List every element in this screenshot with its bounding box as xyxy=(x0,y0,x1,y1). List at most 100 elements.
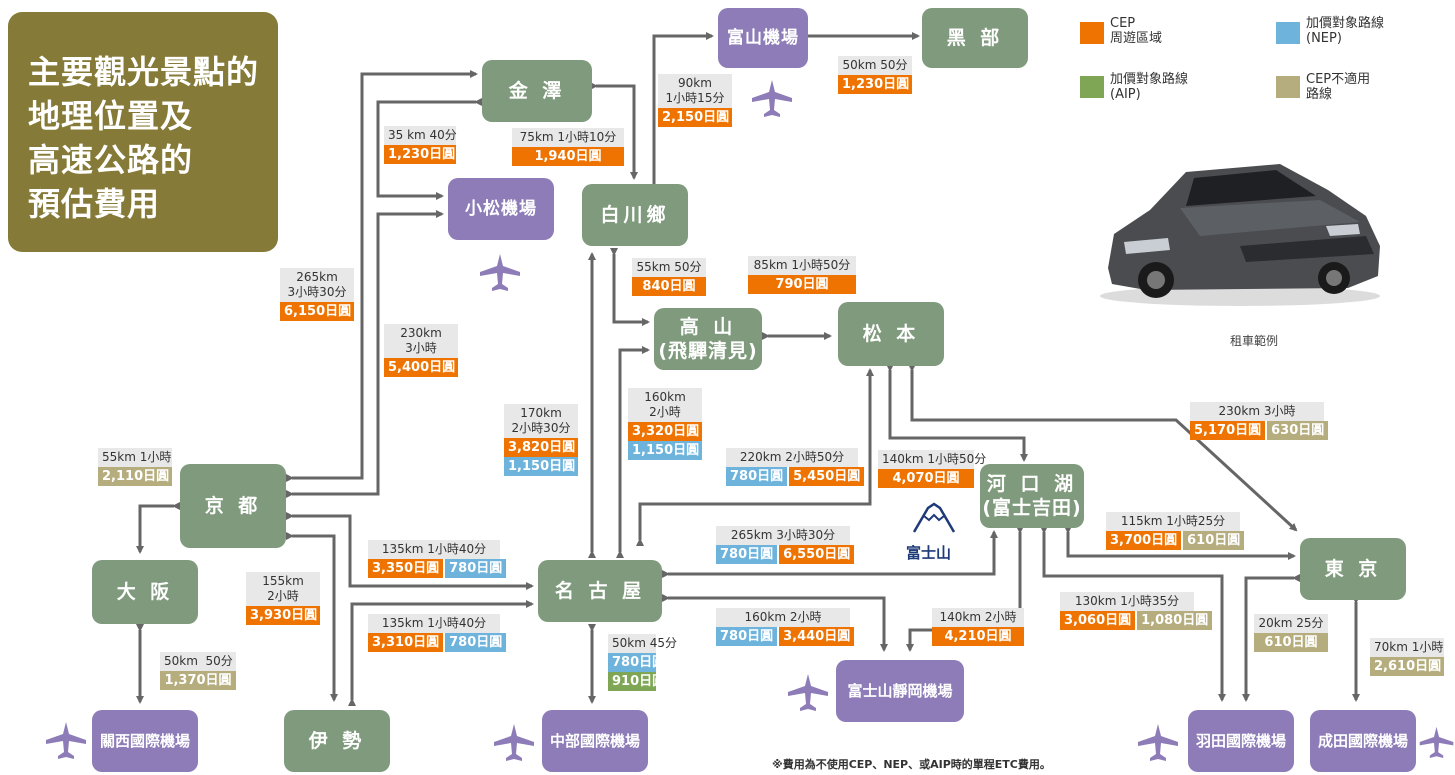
route-distance-time: 140km 1小時50分 xyxy=(878,450,986,469)
mountain-icon xyxy=(912,502,956,533)
node-nagoya: 名 古 屋 xyxy=(538,560,662,622)
toll-fee: 3,820日圓 xyxy=(504,438,578,457)
toll-fee: 1,150日圓 xyxy=(628,441,702,460)
title-line: 地理位置及 xyxy=(28,97,194,135)
route-distance-time: 50km 45分 xyxy=(608,634,677,653)
node-chubu-airport: 中部國際機場 xyxy=(542,710,648,772)
route-distance-time: 115km 1小時25分 xyxy=(1106,512,1240,531)
toll-fee: 610日圓 xyxy=(1181,531,1245,550)
route-distance-time: 55km 1小時 xyxy=(98,448,172,467)
toll-fee: 910日圓 xyxy=(608,672,665,691)
node-sublabel: (富士吉田) xyxy=(982,497,1082,519)
arrow-osaka-kyoto xyxy=(136,502,180,554)
arrow-ise-nagoya xyxy=(348,600,534,706)
node-label: 白川鄉 xyxy=(600,204,670,226)
node-label: 富山機場 xyxy=(727,28,799,48)
node-label: 中部國際機場 xyxy=(549,732,640,750)
toll-fee: 1,080日圓 xyxy=(1135,611,1213,630)
toll-fee: 2,610日圓 xyxy=(1370,657,1444,676)
toll-fee: 4,070日圓 xyxy=(878,469,974,488)
mt-fuji-label: 富士山 xyxy=(906,544,952,562)
car-image xyxy=(1100,164,1380,306)
airplane-icon xyxy=(46,722,86,759)
route-distance-time: 230km 3小時 xyxy=(384,324,458,358)
toll-fee: 1,370日圓 xyxy=(160,671,236,690)
title-box: 主要觀光景點的 地理位置及 高速公路的 預估費用 xyxy=(8,12,278,252)
title-line: 預估費用 xyxy=(28,185,161,223)
toll-fee: 630日圓 xyxy=(1265,421,1329,440)
route-distance-time: 135km 1小時40分 xyxy=(368,540,500,559)
node-kanazawa: 金 澤 xyxy=(482,60,592,122)
toll-fee: 780日圓 xyxy=(726,467,788,486)
toll-fee: 780日圓 xyxy=(608,653,665,672)
toll-fee: 1,230日圓 xyxy=(384,145,456,164)
toll-fee: 3,310日圓 xyxy=(368,633,444,652)
node-label: 東 京 xyxy=(1324,558,1382,580)
arrow-nagoya-takayama xyxy=(616,346,650,558)
route-distance-time: 35 km 40分 xyxy=(384,126,457,145)
toll-fee: 3,440日圓 xyxy=(777,627,855,646)
route-distance-time: 90km 1小時15分 xyxy=(658,74,732,108)
route-distance-time: 50km 50分 xyxy=(160,652,236,671)
node-label: 名 古 屋 xyxy=(554,580,646,602)
toll-fee: 2,110日圓 xyxy=(98,467,172,486)
node-label: 京 都 xyxy=(204,495,262,517)
route-distance-time: 160km 2小時 xyxy=(628,388,702,422)
node-haneda-airport: 羽田國際機場 xyxy=(1188,710,1294,772)
node-label: 黑 部 xyxy=(946,27,1004,49)
arrow-matsumoto-kawaguchiko xyxy=(886,364,1028,462)
airplane-icon xyxy=(480,254,520,291)
toll-fee: 780日圓 xyxy=(443,559,507,578)
node-fuji-shizuoka-airport: 富士山靜岡機場 xyxy=(836,660,964,722)
footnote: ※費用為不使用CEP、NEP、或AIP時的單程ETC費用。 xyxy=(772,758,1051,771)
toll-fee: 6,150日圓 xyxy=(280,302,354,321)
route-distance-time: 220km 2小時50分 xyxy=(726,448,858,467)
route-distance-time: 85km 1小時50分 xyxy=(748,256,856,275)
node-toyama-airport: 富山機場 xyxy=(718,8,808,68)
title-line: 高速公路的 xyxy=(28,141,194,179)
node-label: 伊 勢 xyxy=(308,730,366,752)
toll-fee: 780日圓 xyxy=(716,545,778,564)
legend-label-cep: CEP 周遊區域 xyxy=(1110,16,1163,46)
arrow-shirakawago-toyama xyxy=(650,32,714,194)
arrow-shirakawago-takayama xyxy=(610,248,650,326)
node-label: 大 阪 xyxy=(116,581,174,603)
arrow-kanazawa-komatsu xyxy=(376,98,482,200)
arrow-nagoya-fuji-airport xyxy=(662,594,888,652)
node-label: 小松機場 xyxy=(465,199,537,219)
arrow-kyoto-nagoya xyxy=(286,512,534,590)
node-kyoto: 京 都 xyxy=(180,464,286,548)
airplane-icon xyxy=(494,724,534,761)
arrow-matsumoto-tokyo xyxy=(908,364,1298,532)
node-label: 松 本 xyxy=(862,323,920,345)
legend-swatch-aip xyxy=(1080,76,1104,98)
node-takayama: 高 山(飛驒清見) xyxy=(654,308,762,370)
node-komatsu-airport: 小松機場 xyxy=(448,178,554,240)
airplane-icon xyxy=(1138,724,1178,761)
toll-fee: 5,170日圓 xyxy=(1190,421,1266,440)
